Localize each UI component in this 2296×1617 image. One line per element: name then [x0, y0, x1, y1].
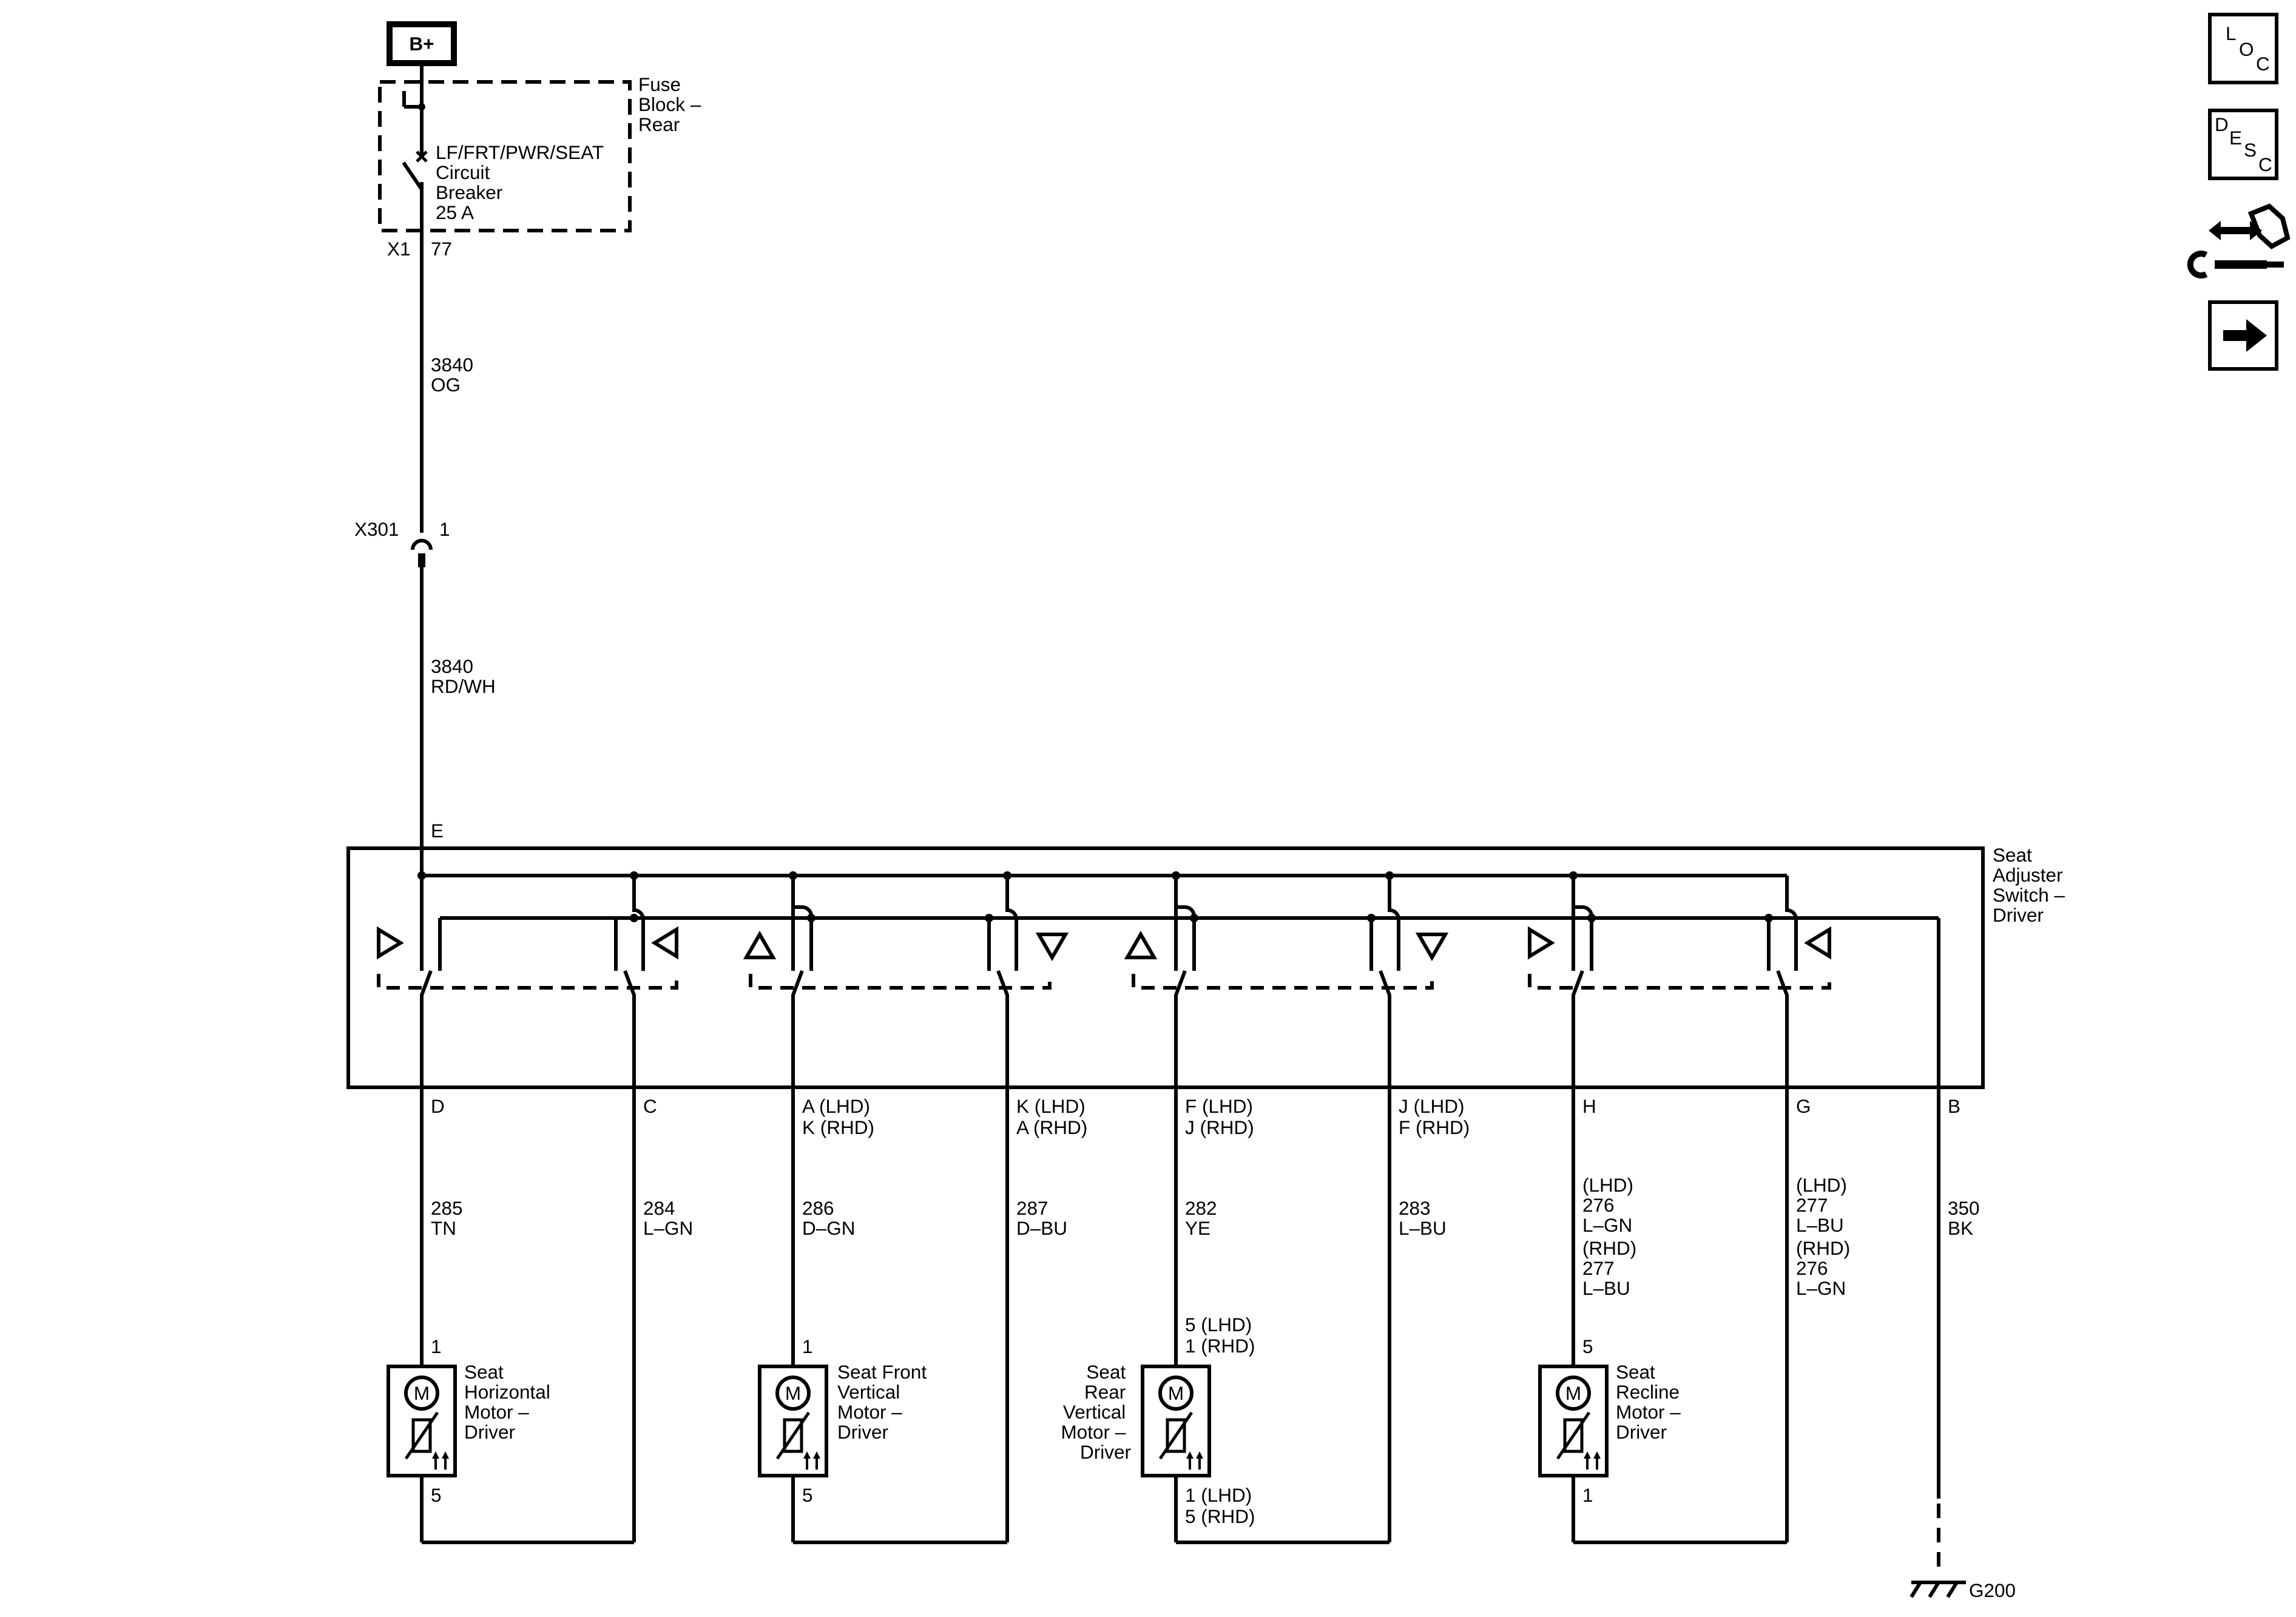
motor-top-pin-rear-vertical: 5 (LHD) 1 (RHD) — [1185, 1314, 1257, 1357]
svg-text:C: C — [2258, 154, 2272, 175]
power-source: B+ — [387, 21, 457, 66]
motor-name-front-vertical: Seat Front Vertical Motor – Driver — [837, 1361, 932, 1443]
motor-top-pin-horizontal: 1 — [431, 1335, 442, 1357]
next-button[interactable] — [2208, 300, 2278, 371]
motor-seat-rear-vertical: M Seat Rear Vertical Motor – Driver 5 (L… — [1061, 1314, 1257, 1527]
svg-text:L: L — [2226, 22, 2237, 44]
switch-input-pin-label: E — [431, 820, 444, 842]
x301-pin-label: 1 — [439, 518, 450, 540]
arrow-right-1 — [377, 926, 404, 960]
direction-arrows — [377, 926, 1831, 961]
power-label: B+ — [409, 33, 434, 55]
pin-label-k: K (LHD)A (RHD) — [1016, 1095, 1087, 1138]
seat-adjuster-switch: Seat Adjuster Switch – Driver — [346, 844, 2070, 1089]
motor-name-horizontal: Seat Horizontal Motor – Driver — [464, 1361, 556, 1443]
arrow-right-icon — [2223, 319, 2267, 352]
arrow-left-1 — [651, 926, 678, 960]
motor-name-rear-vertical: Seat Rear Vertical Motor – Driver — [1061, 1361, 1131, 1463]
switch-name: Seat Adjuster Switch – Driver — [1993, 844, 2070, 926]
motor-seat-front-vertical: M Seat Front Vertical Motor – Driver 1 5 — [760, 1335, 932, 1506]
motor-bottom-pin-front-vertical: 5 — [802, 1484, 813, 1506]
feed-wire-og-label: 3840 OG — [431, 354, 479, 396]
motor-symbol-recline: M — [1565, 1382, 1581, 1404]
wire-label-g: (LHD) 277 L–BU (RHD) 276 L–GN — [1796, 1174, 1855, 1299]
connector-repair-icon[interactable] — [2187, 203, 2291, 279]
motor-top-pin-front-vertical: 1 — [802, 1335, 813, 1357]
svg-text:E: E — [2229, 127, 2242, 149]
pin-label-f: F (LHD)J (RHD) — [1185, 1095, 1254, 1138]
pin-label-d: D — [431, 1095, 445, 1117]
breaker-label: LF/FRT/PWR/SEAT Circuit Breaker 25 A — [436, 141, 609, 223]
motor-bottom-pin-recline: 1 — [1582, 1484, 1593, 1506]
svg-text:O: O — [2239, 38, 2254, 60]
fuse-connector-label: X1 — [387, 238, 411, 260]
motor-symbol-horizontal: M — [414, 1382, 430, 1404]
motor-symbol-rear-vertical: M — [1168, 1382, 1184, 1404]
motor-seat-recline: M Seat Recline Motor – Driver 5 1 — [1540, 1335, 1686, 1506]
motor-seat-horizontal: M Seat Horizontal Motor – Driver 1 5 — [388, 1335, 556, 1506]
switch-blades — [420, 970, 1789, 1087]
pin-label-g: G — [1796, 1095, 1811, 1117]
svg-text:S: S — [2244, 139, 2257, 161]
loc-button[interactable]: L O C — [2208, 13, 2278, 84]
pin-label-b: B — [1948, 1095, 1960, 1117]
motor-symbol-front-vertical: M — [785, 1382, 801, 1404]
wire-label-h: (LHD) 276 L–GN (RHD) 277 L–BU — [1582, 1174, 1642, 1299]
pin-label-j: J (LHD)F (RHD) — [1399, 1095, 1470, 1138]
pin-label-a: A (LHD)K (RHD) — [802, 1095, 874, 1138]
svg-text:D: D — [2215, 113, 2229, 135]
arrow-up-1 — [743, 931, 777, 959]
pin-label-c: C — [643, 1095, 657, 1117]
arrow-right-2 — [1528, 926, 1555, 960]
desc-button[interactable]: D E S C — [2208, 109, 2278, 180]
arrow-left-2 — [1804, 926, 1831, 960]
switch-contacts-power — [420, 876, 1798, 971]
svg-text:C: C — [2256, 53, 2270, 75]
fuse-block-name: Fuse Block – Rear — [638, 73, 706, 135]
arrow-up-2 — [1124, 931, 1158, 959]
motor-name-recline: Seat Recline Motor – Driver — [1616, 1361, 1686, 1443]
switch-mechanical-links — [377, 974, 1831, 990]
motor-bottom-pin-rear-vertical: 1 (LHD) 5 (RHD) — [1185, 1484, 1257, 1527]
pin-label-h: H — [1582, 1095, 1596, 1117]
motor-top-pin-recline: 5 — [1582, 1335, 1593, 1357]
arrow-down-1 — [1035, 933, 1069, 961]
arrow-down-2 — [1415, 933, 1449, 961]
fuse-block-rear: Fuse Block – Rear — [378, 73, 706, 232]
switch-contacts-ground — [438, 905, 1771, 971]
fuse-pin-label: 77 — [431, 238, 452, 260]
feed-wire-rdwh-label: 3840 RD/WH — [431, 655, 496, 697]
pin-labels: D C A (LHD)K (RHD) K (LHD)A (RHD) F (LHD… — [431, 1095, 1960, 1138]
motor-bottom-pin-horizontal: 5 — [431, 1484, 442, 1506]
motor-wires — [420, 1087, 1940, 1544]
inline-connector-x301: X301 1 — [354, 518, 450, 567]
ground-g200: G200 — [1909, 1504, 2016, 1601]
ground-label: G200 — [1969, 1579, 2016, 1601]
x301-label: X301 — [354, 518, 399, 540]
circuit-breaker: LF/FRT/PWR/SEAT Circuit Breaker 25 A — [402, 82, 609, 231]
